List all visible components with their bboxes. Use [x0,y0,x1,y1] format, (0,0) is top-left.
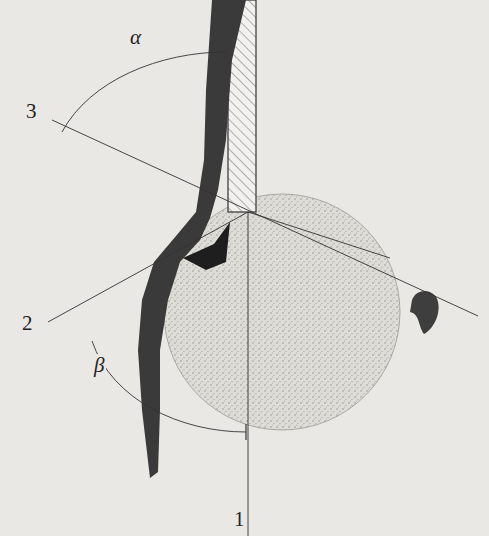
line-number: 2 [20,312,35,335]
reference-line [248,212,249,536]
angle-label: α [128,26,143,49]
arc-tick [245,424,246,440]
reference-line [248,212,390,258]
angle-label: β [92,354,106,377]
reference-line [52,120,478,316]
chip-strip [138,0,246,478]
chip-wedge [183,222,230,270]
reference-line [48,212,248,322]
debris-particle [410,291,439,334]
line-number: 3 [24,100,39,123]
angle-arc [62,52,226,132]
angle-arc [92,341,246,432]
line-number: 1 [232,508,247,531]
